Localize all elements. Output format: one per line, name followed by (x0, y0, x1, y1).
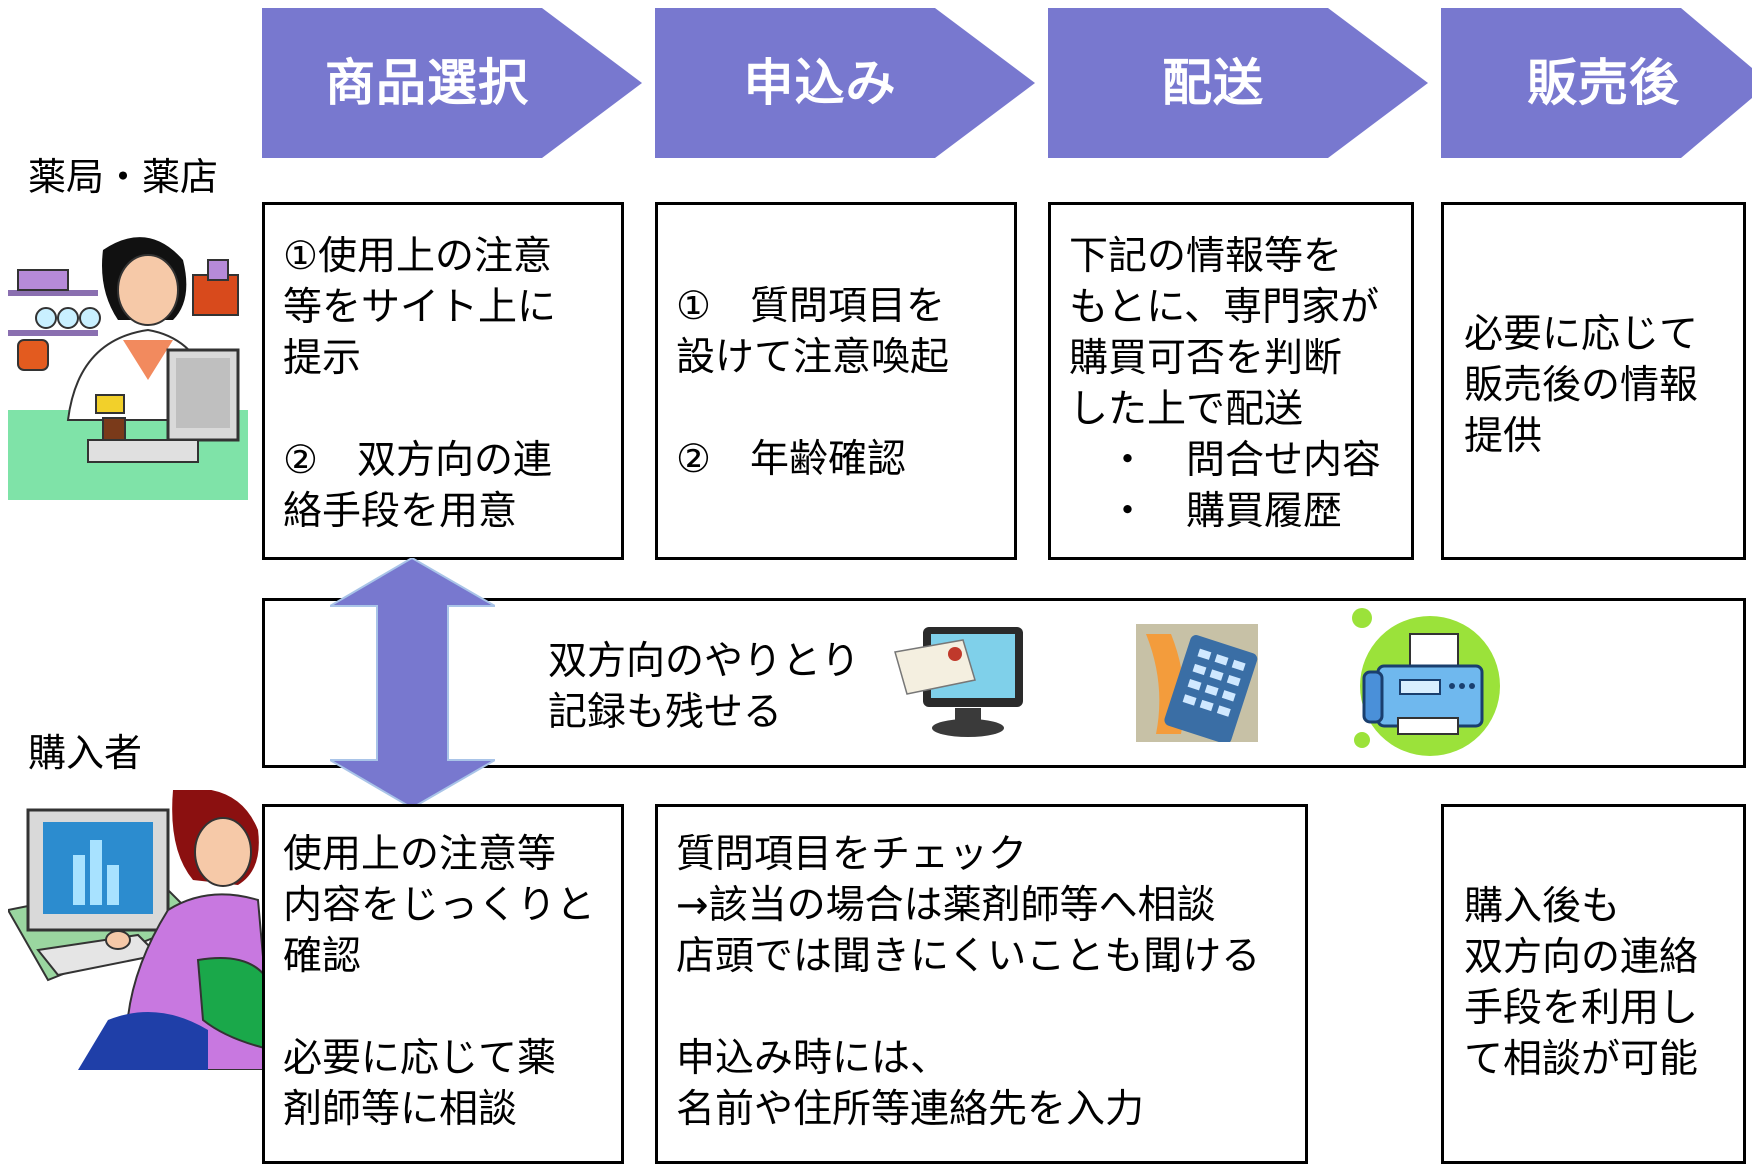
role-label-buyer: 購入者 (28, 731, 143, 775)
chevron-shape (655, 8, 1035, 158)
line: もとに、専門家が (1069, 285, 1380, 330)
line: 手段を利用し (1464, 986, 1699, 1031)
line: した上で配送 (1069, 387, 1304, 432)
stage-label: 申込み (743, 54, 897, 112)
line: 必要に応じて (1464, 312, 1699, 357)
double-arrow (326, 556, 499, 812)
line: 設けて注意喚起 (676, 335, 950, 380)
buyer-box-after-sale: 購入後も 双方向の連絡 手段を利用し て相談が可能 (1441, 804, 1746, 1164)
line: 内容をじっくりと (283, 883, 596, 928)
pharmacist-illustration (8, 230, 248, 514)
pharmacy-box-product-selection: ①使用上の注意 等をサイト上に 提示 ② 双方向の連 絡手段を用意 (262, 202, 624, 560)
telephone-icon (1136, 624, 1258, 746)
role-label-pharmacy: 薬局・薬店 (28, 155, 219, 199)
stage-chevron-application: 申込み (655, 8, 1035, 158)
box-text: 下記の情報等を もとに、専門家が 購買可否を判断 した上で配送 ・ 問合せ内容 … (1069, 231, 1381, 537)
line: ② 年齢確認 (676, 437, 906, 482)
line: 必要に応じて薬 (283, 1036, 557, 1081)
line: 剤師等に相談 (283, 1087, 518, 1132)
line: 使用上の注意等 (283, 832, 557, 877)
box-text: 質問項目をチェック →該当の場合は薬剤師等へ相談 店頭では聞きにくいことも聞ける… (676, 829, 1260, 1135)
communication-text: 双方向のやりとり 記録も残せる (548, 636, 860, 738)
pharmacy-box-after-sale: 必要に応じて 販売後の情報 提供 (1441, 202, 1746, 560)
line: 販売後の情報 (1464, 363, 1699, 408)
line: →該当の場合は薬剤師等へ相談 (676, 883, 1216, 928)
box-text: 使用上の注意等 内容をじっくりと 確認 必要に応じて薬 剤師等に相談 (283, 829, 595, 1135)
line: 名前や住所等連絡先を入力 (676, 1087, 1145, 1132)
line: 申込み時には、 (676, 1036, 950, 1081)
line: 購入後も (1464, 884, 1621, 929)
buyer-box-product-selection: 使用上の注意等 内容をじっくりと 確認 必要に応じて薬 剤師等に相談 (262, 804, 624, 1164)
chevron-shape (262, 8, 642, 158)
line: 双方向のやりとり (548, 639, 861, 684)
stage-chevron-delivery: 配送 (1048, 8, 1428, 158)
line: 店頭では聞きにくいことも聞ける (676, 934, 1261, 979)
pharmacy-box-delivery: 下記の情報等を もとに、専門家が 購買可否を判断 した上で配送 ・ 問合せ内容 … (1048, 202, 1414, 560)
email-monitor-icon (893, 622, 1028, 746)
line: て相談が可能 (1464, 1037, 1699, 1082)
stage-label: 商品選択 (325, 54, 529, 112)
stage-chevron-after-sale: 販売後 (1441, 8, 1752, 158)
line: 下記の情報等を (1069, 234, 1343, 279)
chevron-shape (1441, 8, 1752, 158)
line: 確認 (283, 934, 362, 979)
line: ① 質問項目を (676, 284, 945, 329)
buyer-box-application: 質問項目をチェック →該当の場合は薬剤師等へ相談 店頭では聞きにくいことも聞ける… (655, 804, 1308, 1164)
box-text: ①使用上の注意 等をサイト上に 提示 ② 双方向の連 絡手段を用意 (283, 231, 556, 537)
line: ② 双方向の連 (283, 438, 552, 483)
line: 絡手段を用意 (283, 489, 518, 534)
line: 双方向の連絡 (1464, 935, 1699, 980)
pharmacy-box-application: ① 質問項目を 設けて注意喚起 ② 年齢確認 (655, 202, 1017, 560)
line: 記録も残せる (548, 690, 783, 735)
line: 提供 (1464, 414, 1543, 459)
box-text: 必要に応じて 販売後の情報 提供 (1464, 309, 1698, 462)
buyer-at-computer-illustration (6, 788, 275, 1074)
line: ①使用上の注意 (283, 234, 552, 279)
box-text: ① 質問項目を 設けて注意喚起 ② 年齢確認 (676, 281, 949, 485)
box-text: 購入後も 双方向の連絡 手段を利用し て相談が可能 (1464, 881, 1698, 1085)
line: ・ 購買履歴 (1069, 489, 1343, 534)
stage-label: 販売後 (1527, 54, 1680, 112)
line: ・ 問合せ内容 (1069, 438, 1382, 483)
line: 質問項目をチェック (676, 832, 1028, 877)
chevron-shape (1048, 8, 1428, 158)
line: 等をサイト上に (283, 285, 557, 330)
fax-machine-icon (1350, 606, 1510, 764)
line: 提示 (283, 336, 362, 381)
line: 購買可否を判断 (1069, 336, 1343, 381)
stage-chevron-product-selection: 商品選択 (262, 8, 642, 158)
stage-label: 配送 (1162, 54, 1264, 112)
